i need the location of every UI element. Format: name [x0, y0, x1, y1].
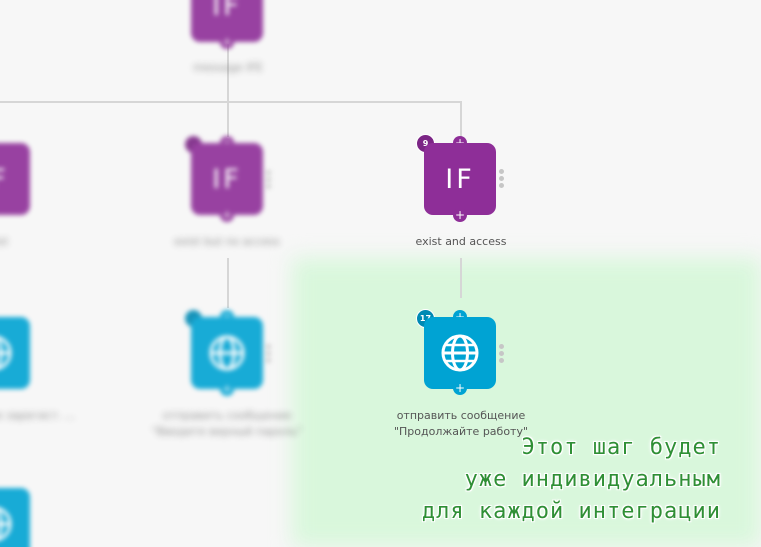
caption-line-2: "Введите верный пароль": [151, 425, 303, 438]
if-node[interactable]: IF: [424, 143, 496, 215]
module-caption: exist but no access: [174, 235, 280, 248]
connector-right-vertical: [460, 258, 462, 298]
globe-icon: [209, 335, 245, 371]
if-icon: IF: [445, 163, 475, 195]
module-caption: отправить сообщение "Продолжайте работу": [361, 408, 561, 440]
http-node[interactable]: [191, 317, 263, 389]
module-caption: exist and access: [415, 235, 507, 248]
module-caption: message IFE: [193, 61, 263, 74]
add-after-button[interactable]: +: [453, 208, 467, 222]
module-menu-handle[interactable]: [266, 344, 272, 366]
add-after-button[interactable]: +: [220, 35, 234, 49]
module-caption: отправить сообщение "Введите верный паро…: [127, 408, 327, 440]
annotation-line-1: Этот шаг будет: [521, 435, 721, 460]
http-node[interactable]: [0, 488, 30, 547]
if-icon: IF: [0, 164, 9, 195]
connector-trunk: [227, 44, 229, 102]
connector-to-row1-mid: [227, 101, 229, 137]
annotation-text: Этот шаг будет уже индивидуальным для ка…: [422, 432, 721, 528]
module-caption: exist: [0, 235, 9, 248]
add-after-button[interactable]: +: [220, 208, 234, 222]
highlight-zone: [292, 258, 761, 547]
if-icon: IF: [212, 163, 242, 195]
connector-horizontal: [0, 101, 462, 103]
annotation-line-3: для каждой интеграции: [421, 499, 721, 524]
caption-line-2: "Продолжайте работу": [393, 425, 529, 438]
add-after-button[interactable]: +: [453, 381, 467, 395]
caption-line-1: отправить сообщение: [396, 409, 526, 422]
module-menu-handle[interactable]: [499, 169, 505, 191]
caption-line-1: отправить сообщение: [162, 409, 292, 422]
annotation-line-2: уже индивидуальным: [464, 467, 721, 492]
if-icon: IF: [212, 0, 242, 22]
http-node[interactable]: [424, 317, 496, 389]
globe-icon: [0, 336, 12, 370]
add-after-button[interactable]: +: [220, 382, 234, 396]
connector-mid-vertical: [227, 258, 229, 308]
if-node[interactable]: IF: [0, 143, 30, 215]
http-node[interactable]: [0, 317, 30, 389]
if-node[interactable]: IF: [191, 143, 263, 215]
connector-to-row1-right: [460, 101, 462, 137]
module-caption: ... не зарегист. ...: [0, 409, 76, 422]
globe-icon: [0, 507, 12, 541]
module-menu-handle[interactable]: [499, 344, 505, 366]
module-menu-handle[interactable]: [266, 170, 272, 192]
globe-icon: [441, 334, 479, 372]
